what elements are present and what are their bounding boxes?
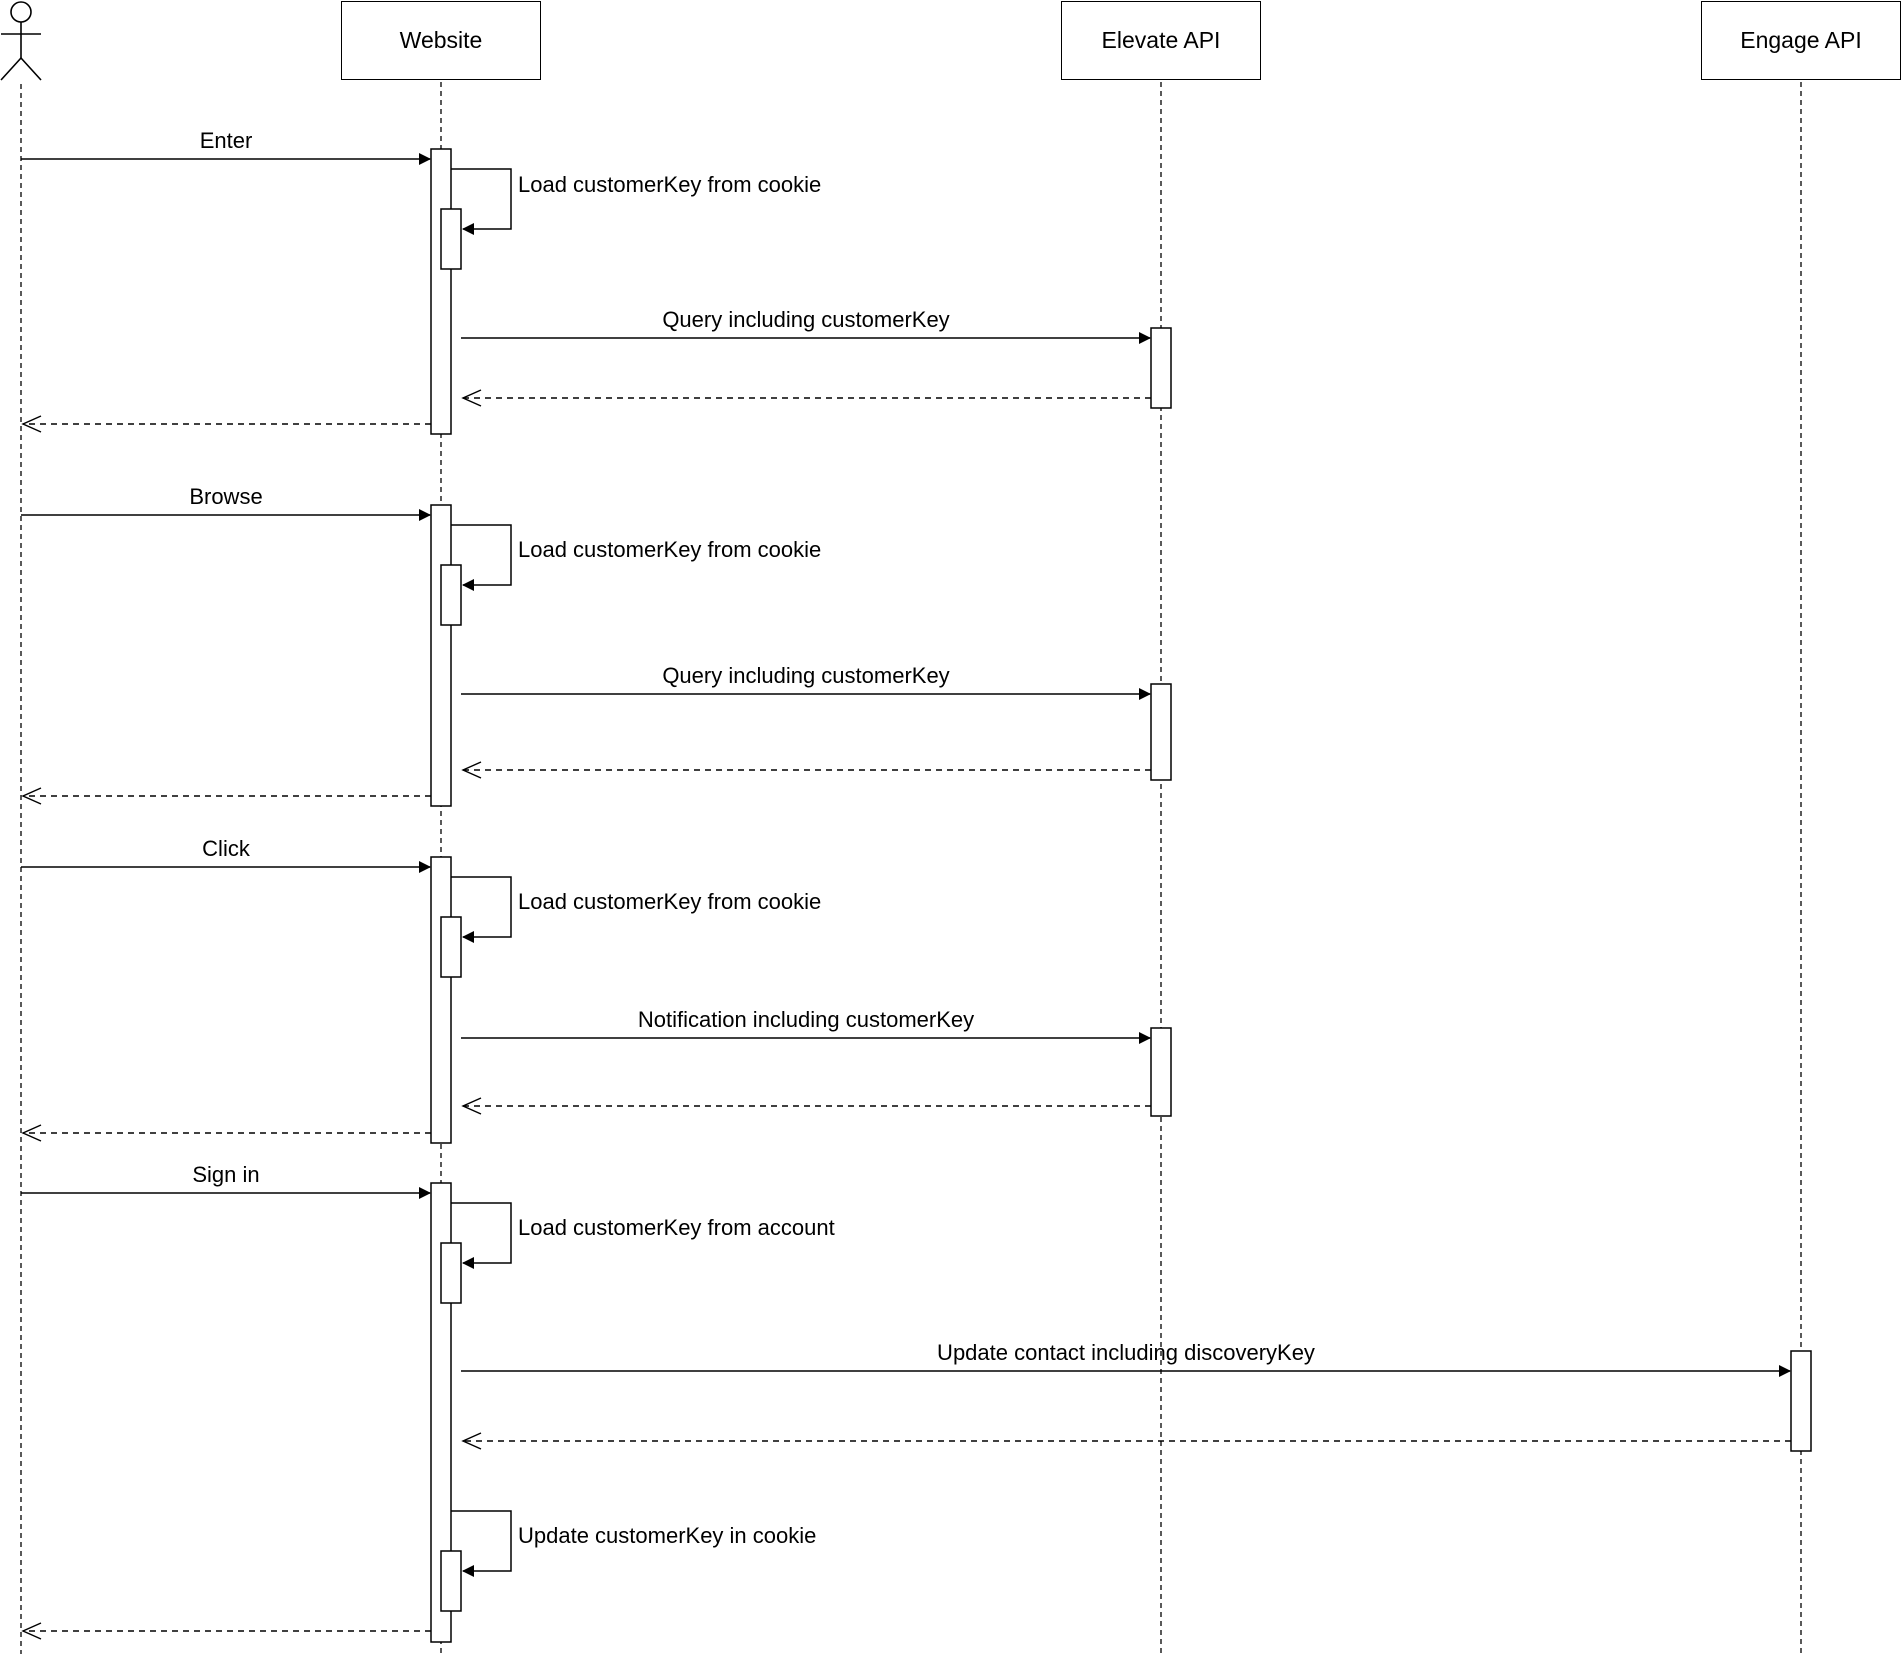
self-activation-3 <box>440 916 462 978</box>
return-arrowhead-elevate-3 <box>461 1097 482 1115</box>
participant-engage-api-label: Engage API <box>1740 27 1862 53</box>
self-call-label-3: Load customerKey from cookie <box>518 889 822 914</box>
return-arrowhead-elevate-2 <box>461 761 482 779</box>
message-label-enter: Enter <box>199 128 253 153</box>
self-call-arrow-4 <box>451 1202 512 1269</box>
actor-icon <box>0 1 42 81</box>
activation-elevate-1 <box>1150 327 1172 409</box>
return-arrowhead-user-4 <box>21 1622 42 1640</box>
return-arrowhead-elevate-1 <box>461 389 482 407</box>
activation-elevate-3 <box>1150 1027 1172 1117</box>
self-call-label-4: Load customerKey from account <box>518 1215 835 1240</box>
message-label-notification: Notification including customerKey <box>637 1007 975 1032</box>
message-label-click: Click <box>202 836 250 861</box>
participant-website: Website <box>341 1 541 80</box>
participant-elevate-api: Elevate API <box>1061 1 1261 80</box>
activation-website-enter <box>430 148 452 435</box>
self-activation-4 <box>440 1242 462 1304</box>
self-activation-5 <box>440 1550 462 1612</box>
participant-elevate-api-label: Elevate API <box>1101 27 1221 53</box>
message-label-query-2: Query including customerKey <box>662 663 950 688</box>
participant-website-label: Website <box>399 27 483 53</box>
self-call-label-1: Load customerKey from cookie <box>518 172 822 197</box>
activation-elevate-2 <box>1150 683 1172 781</box>
self-call-label-5: Update customerKey in cookie <box>518 1523 817 1548</box>
self-call-label-2: Load customerKey from cookie <box>518 537 822 562</box>
return-arrowhead-engage-1 <box>461 1432 482 1450</box>
self-activation-1 <box>440 208 462 270</box>
self-call-arrow-3 <box>451 876 512 943</box>
message-label-browse: Browse <box>189 484 263 509</box>
return-arrowhead-user-2 <box>21 787 42 805</box>
return-arrowhead-user-3 <box>21 1124 42 1142</box>
self-call-arrow-5 <box>451 1510 512 1577</box>
self-call-arrow-1 <box>451 168 512 235</box>
message-label-query-1: Query including customerKey <box>662 307 950 332</box>
self-activation-2 <box>440 564 462 626</box>
activation-engage-1 <box>1790 1350 1812 1452</box>
activation-website-browse <box>430 504 452 807</box>
activation-website-click <box>430 856 452 1144</box>
message-label-update-contact: Update contact including discoveryKey <box>937 1340 1315 1365</box>
self-call-arrow-2 <box>451 524 512 591</box>
return-arrowhead-user-1 <box>21 415 42 433</box>
message-label-signin: Sign in <box>192 1162 260 1187</box>
participant-engage-api: Engage API <box>1701 1 1901 80</box>
